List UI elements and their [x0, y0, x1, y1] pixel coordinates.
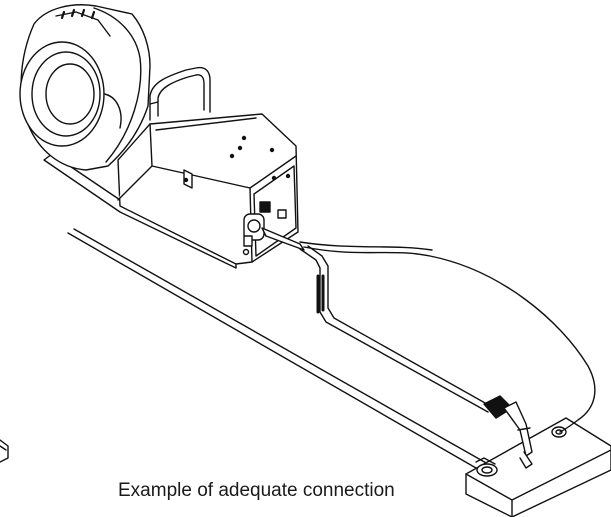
welding-torch	[483, 395, 533, 469]
cropped-block	[0, 439, 9, 463]
carry-handle	[149, 66, 211, 121]
floor-rail	[67, 228, 489, 469]
ground-clamp	[475, 457, 498, 477]
wire-feeder-unit	[43, 113, 305, 269]
workpiece-plate	[465, 417, 611, 517]
ground-cable	[299, 241, 596, 433]
torch-cable	[299, 245, 495, 413]
wire-spool	[19, 4, 151, 171]
cable-anchor	[551, 426, 567, 438]
figure-caption: Example of adequate connection	[118, 480, 395, 501]
